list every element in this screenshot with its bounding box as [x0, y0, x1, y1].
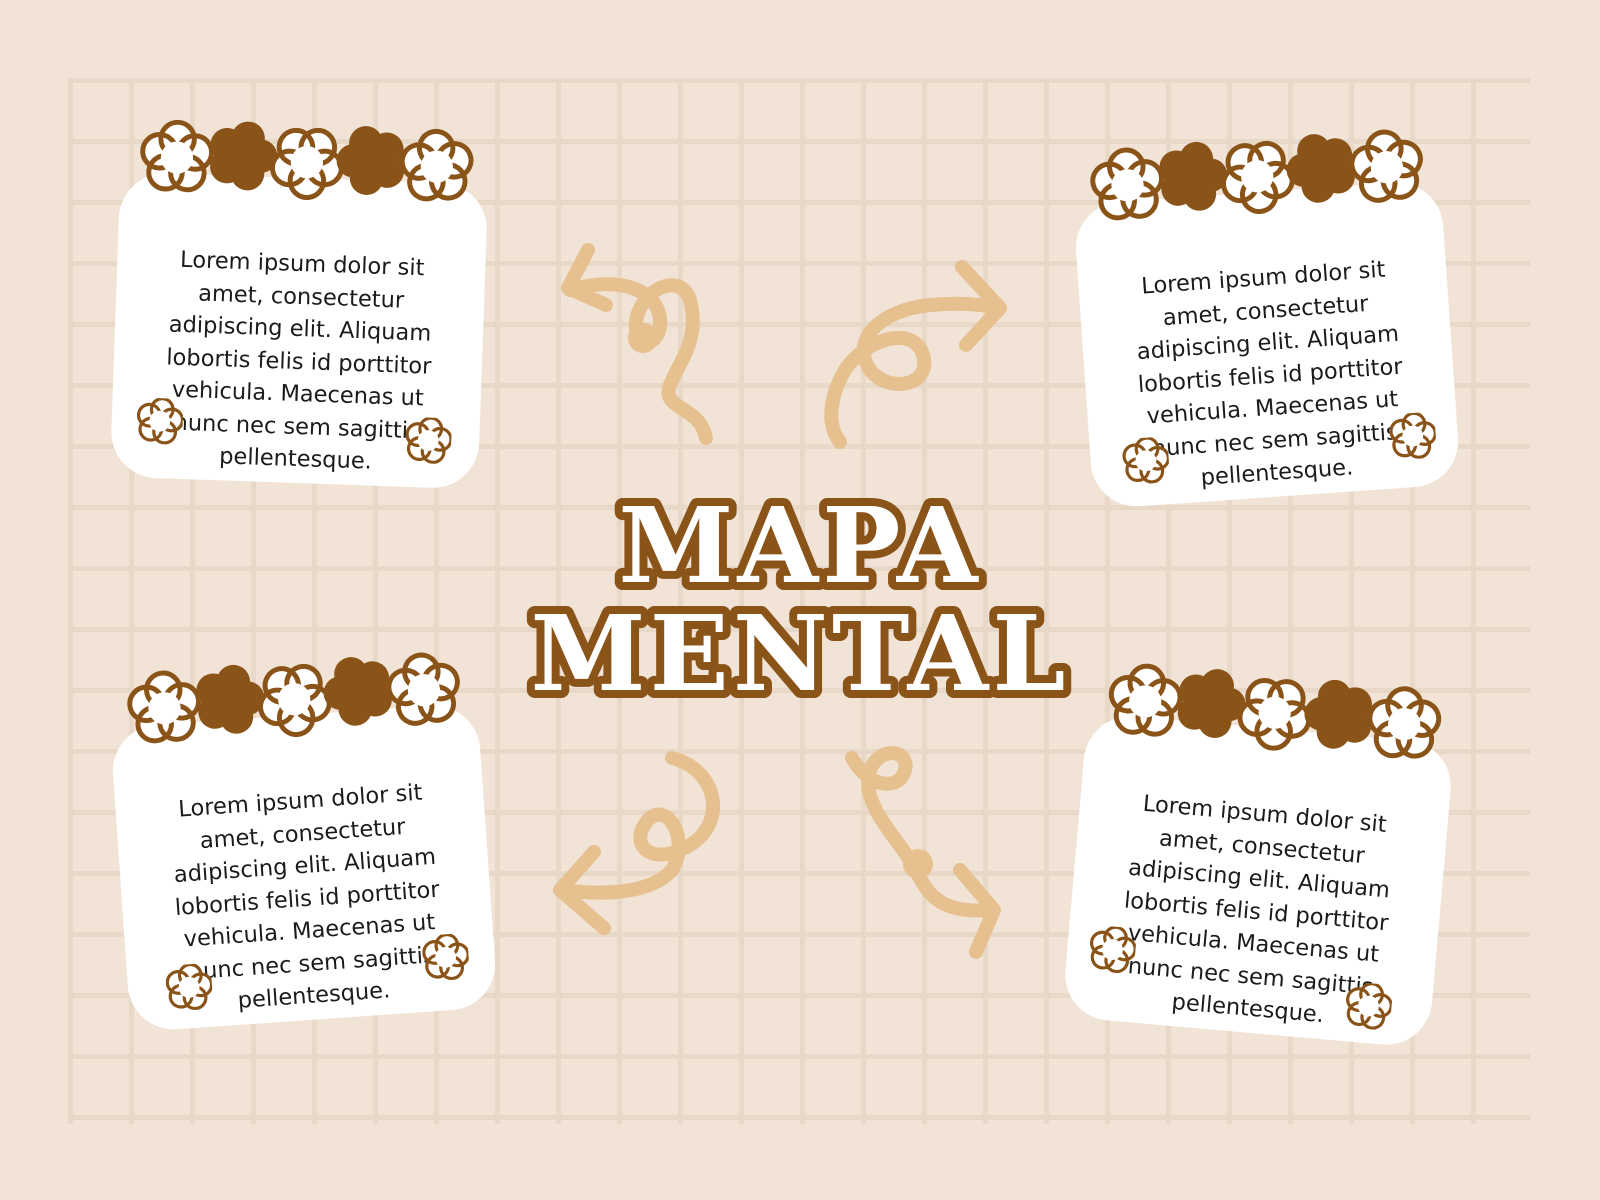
flower-outline-icon: [1089, 925, 1137, 974]
flower-row: [1108, 663, 1442, 759]
curly-arrow-icon: [561, 243, 713, 445]
flower-solid-icon: [336, 126, 404, 195]
flower-outline-icon: [1237, 678, 1312, 751]
flower-solid-icon: [1304, 679, 1372, 749]
flower-solid-icon: [1159, 141, 1228, 211]
note-card-top-left: Lorem ipsum dolor sit amet, consectetur …: [109, 119, 489, 490]
curly-arrow-icon: [553, 751, 721, 935]
flower-outline-icon: [1090, 147, 1164, 221]
flower-outline-icon: [1221, 140, 1295, 214]
flower-solid-icon: [1286, 134, 1355, 203]
flower-outline-icon: [1389, 411, 1437, 459]
title-line-1: MAPA: [618, 484, 981, 607]
flower-outline-icon: [1367, 686, 1442, 759]
flower-solid-icon: [196, 664, 265, 734]
flower-outline-icon: [1089, 925, 1137, 974]
flower-solid-icon: [210, 121, 278, 191]
flower-solid-icon: [323, 657, 392, 726]
flower-outline-icon: [1122, 436, 1170, 484]
flower-outline-icon: [165, 962, 214, 1011]
flower-outline-icon: [258, 663, 332, 737]
flower-outline-icon: [1346, 982, 1393, 1030]
flower-outline-icon: [1346, 982, 1393, 1030]
flower-outline-icon: [1108, 663, 1183, 737]
note-card-bottom-right: Lorem ipsum dolor sit amet, consectetur …: [1061, 663, 1455, 1049]
flower-outline-icon: [386, 652, 460, 726]
curly-arrow-icon: [845, 746, 1001, 959]
flower-outline-icon: [269, 127, 344, 200]
flower-outline-icon: [405, 416, 453, 464]
flower-outline-icon: [1389, 411, 1437, 459]
flower-outline-icon: [136, 397, 184, 445]
flower-row: [127, 652, 460, 744]
note-card-top-right: Lorem ipsum dolor sit amet, consectetur …: [1072, 129, 1462, 510]
flower-outline-icon: [165, 962, 214, 1011]
flower-outline-icon: [422, 933, 470, 981]
flower-outline-icon: [136, 397, 184, 445]
flower-outline-icon: [127, 670, 201, 744]
curly-arrow-icon: [824, 260, 1007, 449]
flower-solid-icon: [1177, 669, 1246, 738]
flower-row: [140, 119, 474, 202]
flower-outline-icon: [405, 416, 453, 464]
flower-outline-icon: [399, 128, 474, 202]
title-line-2: MENTAL: [531, 592, 1070, 715]
flower-outline-icon: [1349, 129, 1423, 203]
note-card-bottom-left: Lorem ipsum dolor sit amet, consectetur …: [109, 652, 499, 1033]
flower-outline-icon: [140, 119, 215, 193]
flower-outline-icon: [422, 933, 470, 981]
flower-row: [1090, 129, 1423, 221]
flower-outline-icon: [1122, 436, 1170, 484]
